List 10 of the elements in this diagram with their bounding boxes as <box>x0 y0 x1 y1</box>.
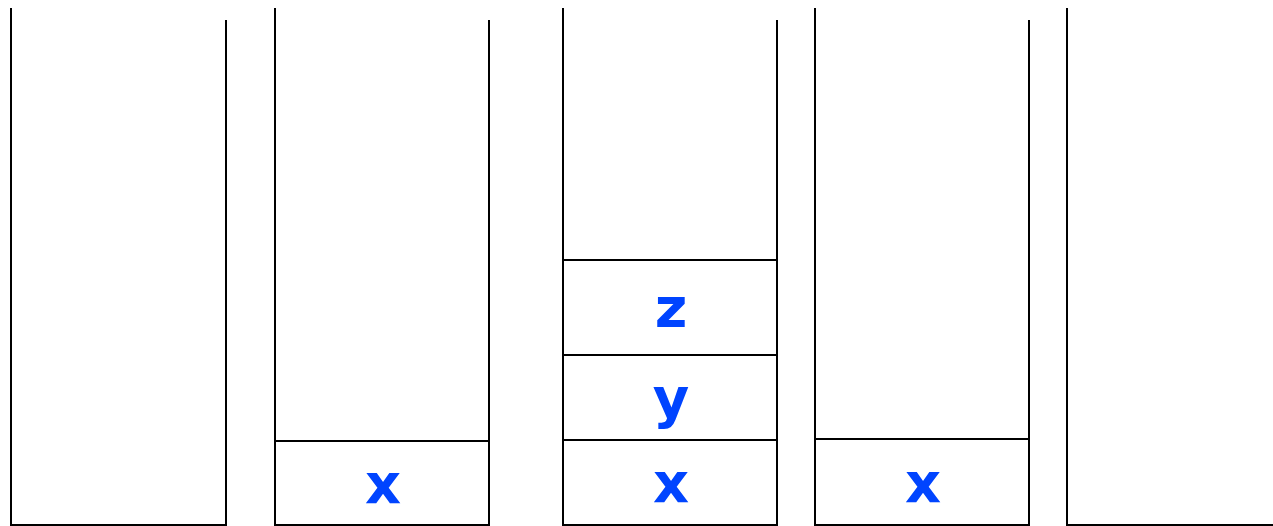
stack-container <box>562 8 778 526</box>
stack-item: y <box>564 354 778 440</box>
stack-container <box>10 8 227 526</box>
stack-item: x <box>564 439 778 525</box>
stack-container <box>814 8 1030 526</box>
stack-item: z <box>564 259 778 355</box>
stack-item: x <box>816 438 1030 525</box>
stack-item: x <box>276 440 490 525</box>
stack-container <box>1066 8 1273 526</box>
stack-container <box>274 8 490 526</box>
